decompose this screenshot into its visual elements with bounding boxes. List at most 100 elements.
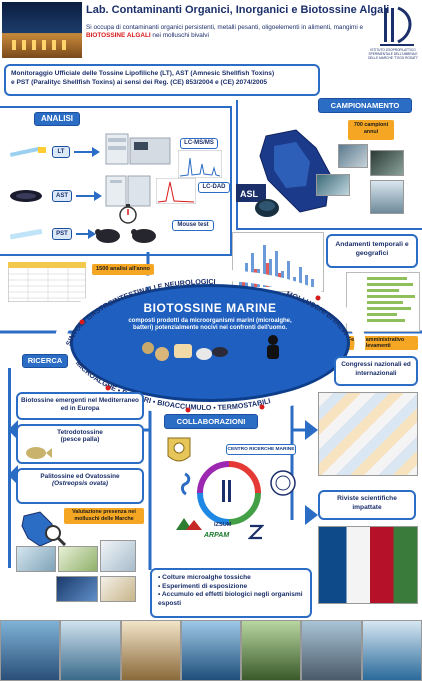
collaborazioni-label: COLLABORAZIONI <box>164 414 258 429</box>
tetrodotossine-text-1: Tetrodotossine <box>57 429 103 436</box>
sampling-photo-4 <box>370 180 404 214</box>
collaboration-cycle-icon <box>197 461 261 525</box>
colture-item-3-text: Accumulo ed effetti biologici negli orga… <box>158 591 303 607</box>
subtitle-highlight: BIOTOSSINE ALGALI <box>86 32 151 39</box>
congress-posters-image <box>318 392 418 476</box>
lcmsms-instrument-icon <box>105 133 171 165</box>
biotossine-title: BIOTOSSINE MARINE <box>143 301 277 315</box>
arrow-pst-icon <box>76 229 96 239</box>
institute-building-photo <box>2 2 82 58</box>
colture-box: • Colture microalghe tossiche • Esperime… <box>150 568 312 618</box>
lcmsms-tag: LC-MS/MS <box>180 138 218 149</box>
logo-caption: ISTITUTO ZOOPROFILATTICO SPERIMENTALE DE… <box>368 48 418 60</box>
mouse-test-tag: Mouse test <box>172 220 214 231</box>
analisi-panel <box>0 106 232 256</box>
congressi-box: Congressi nazionali ed internazionali <box>334 356 418 386</box>
ricerca-item-emergenti-text: Biotossine emergenti nel Mediterraneo ed… <box>21 397 139 412</box>
stopwatch-icon <box>119 204 137 224</box>
mussel-icon <box>10 190 42 202</box>
mice-icon <box>95 229 156 243</box>
lcdad-tag: LC-DAD <box>198 182 230 193</box>
izsum-text: IZSUM <box>214 522 232 528</box>
andamenti-hbar-image <box>346 272 420 332</box>
hbar-graphic <box>367 277 415 322</box>
riviste-text: Riviste scientifiche impattate <box>337 495 397 511</box>
campionamento-count-tag: 700 campioni annui <box>348 120 394 140</box>
seahorse-icon <box>181 472 191 496</box>
subtitle-text-end: nei molluschi bivalvi <box>152 32 209 39</box>
bottom-photo-strip <box>0 620 422 681</box>
monitoring-box: Monitoraggio Ufficiale delle Tossine Lip… <box>4 64 320 96</box>
lcdad-instrument-icon <box>105 175 151 207</box>
ricerca-item-emergenti: Biotossine emergenti nel Mediterraneo ed… <box>16 392 144 420</box>
research-lab-photo-3 <box>100 540 136 572</box>
strip-photo-3 <box>120 620 181 681</box>
svg-text:ASL: ASL <box>240 189 259 199</box>
analysis-table-image <box>8 262 86 302</box>
colture-item-2: • Esperimenti di esposizione <box>158 582 248 590</box>
ricerca-item-palitossine: Palitossine ed Ovatossine (Ostreopsis ov… <box>16 468 144 504</box>
research-lab-photo-4 <box>56 576 98 602</box>
chromatogram-ast-icon <box>156 178 196 204</box>
lab-logo-icon: ASL <box>236 184 266 202</box>
tetrodotossine-text-2: (pesce palla) <box>60 436 100 443</box>
izsum-logo-icon <box>380 6 414 46</box>
colture-item-1-text: Colture microalghe tossiche <box>162 574 251 581</box>
congressi-text: Congressi nazionali ed internazionali <box>341 361 411 377</box>
ricerca-item-tetrodotossine: Tetrodotossine (pesce palla) <box>16 424 144 464</box>
monitoring-line-2: e PST (Paralityc Shellfish Toxins) ai se… <box>11 79 268 86</box>
campionamento-panel <box>236 100 422 230</box>
strip-photo-5 <box>241 620 302 681</box>
arpam-logo-icon <box>176 518 202 530</box>
arpam-text: ARPAM <box>204 532 230 539</box>
campionamento-label: CAMPIONAMENTO <box>318 98 412 113</box>
analisi-ast-label: AST <box>52 190 72 202</box>
valutazione-tag: Valutazione presenza nei molluschi delle… <box>64 508 144 524</box>
sampling-photo-2 <box>370 150 404 176</box>
subtitle-text: Si occupa di contaminanti organici persi… <box>86 24 364 31</box>
header: Lab. Contaminanti Organici, Inorganici e… <box>0 0 422 62</box>
palitossine-text-2: (Ostreopsis ovata) <box>51 480 109 487</box>
monitoring-line-1: Monitoraggio Ufficiale delle Tossine Lip… <box>11 70 275 77</box>
marche-map-small <box>21 511 55 547</box>
page-subtitle: Si occupa di contaminanti organici persi… <box>86 24 372 40</box>
research-lab-photo-2 <box>58 546 98 572</box>
marche-region-map <box>259 129 331 213</box>
microalgae-icon <box>142 342 228 361</box>
research-lab-photo-5 <box>100 576 136 602</box>
page-title: Lab. Contaminanti Organici, Inorganici e… <box>86 4 390 16</box>
palitossine-text-1: Palitossine ed Ovatossine <box>40 473 120 480</box>
regione-crest-icon <box>167 437 191 462</box>
analisi-lt-label: LT <box>52 146 70 158</box>
arrow-ast-icon <box>76 191 102 201</box>
journal-covers-image <box>318 526 418 604</box>
colture-item-3: • Accumulo ed effetti biologici negli or… <box>158 591 303 607</box>
riviste-box: Riviste scientifiche impattate <box>318 490 416 520</box>
sampling-photo-3 <box>316 174 350 196</box>
ricerca-bracket <box>8 368 17 568</box>
time-series-bars <box>239 245 314 287</box>
strip-photo-7 <box>361 620 422 681</box>
arrow-lt-icon <box>74 147 100 157</box>
pipette-icon <box>9 146 46 157</box>
analisi-label: ANALISI <box>34 112 80 126</box>
magnifier-icon <box>45 525 66 546</box>
z-logo-icon <box>248 524 264 540</box>
test-tube-icon <box>9 228 43 240</box>
andamenti-text: Andamenti temporali e geografici <box>335 241 409 257</box>
andamenti-box: Andamenti temporali e geografici <box>326 234 418 268</box>
diver-icon <box>267 335 279 359</box>
strip-photo-2 <box>60 620 121 681</box>
biotossine-description: composti prodotti da microorganismi mari… <box>128 318 292 331</box>
ricerca-label: RICERCA <box>22 354 68 368</box>
analisi-pst-label: PST <box>52 228 72 240</box>
research-lab-photo-1 <box>16 546 56 572</box>
colture-item-1: • Colture microalghe tossiche <box>158 574 251 581</box>
colture-item-2-text: Esperimenti di esposizione <box>162 582 248 590</box>
strip-photo-4 <box>180 620 242 681</box>
sampling-photo-1 <box>338 144 368 168</box>
analisi-count-tag: 1500 analisi all'anno <box>92 264 154 275</box>
strip-photo-6 <box>301 620 362 681</box>
pufferfish-icon <box>26 447 52 459</box>
